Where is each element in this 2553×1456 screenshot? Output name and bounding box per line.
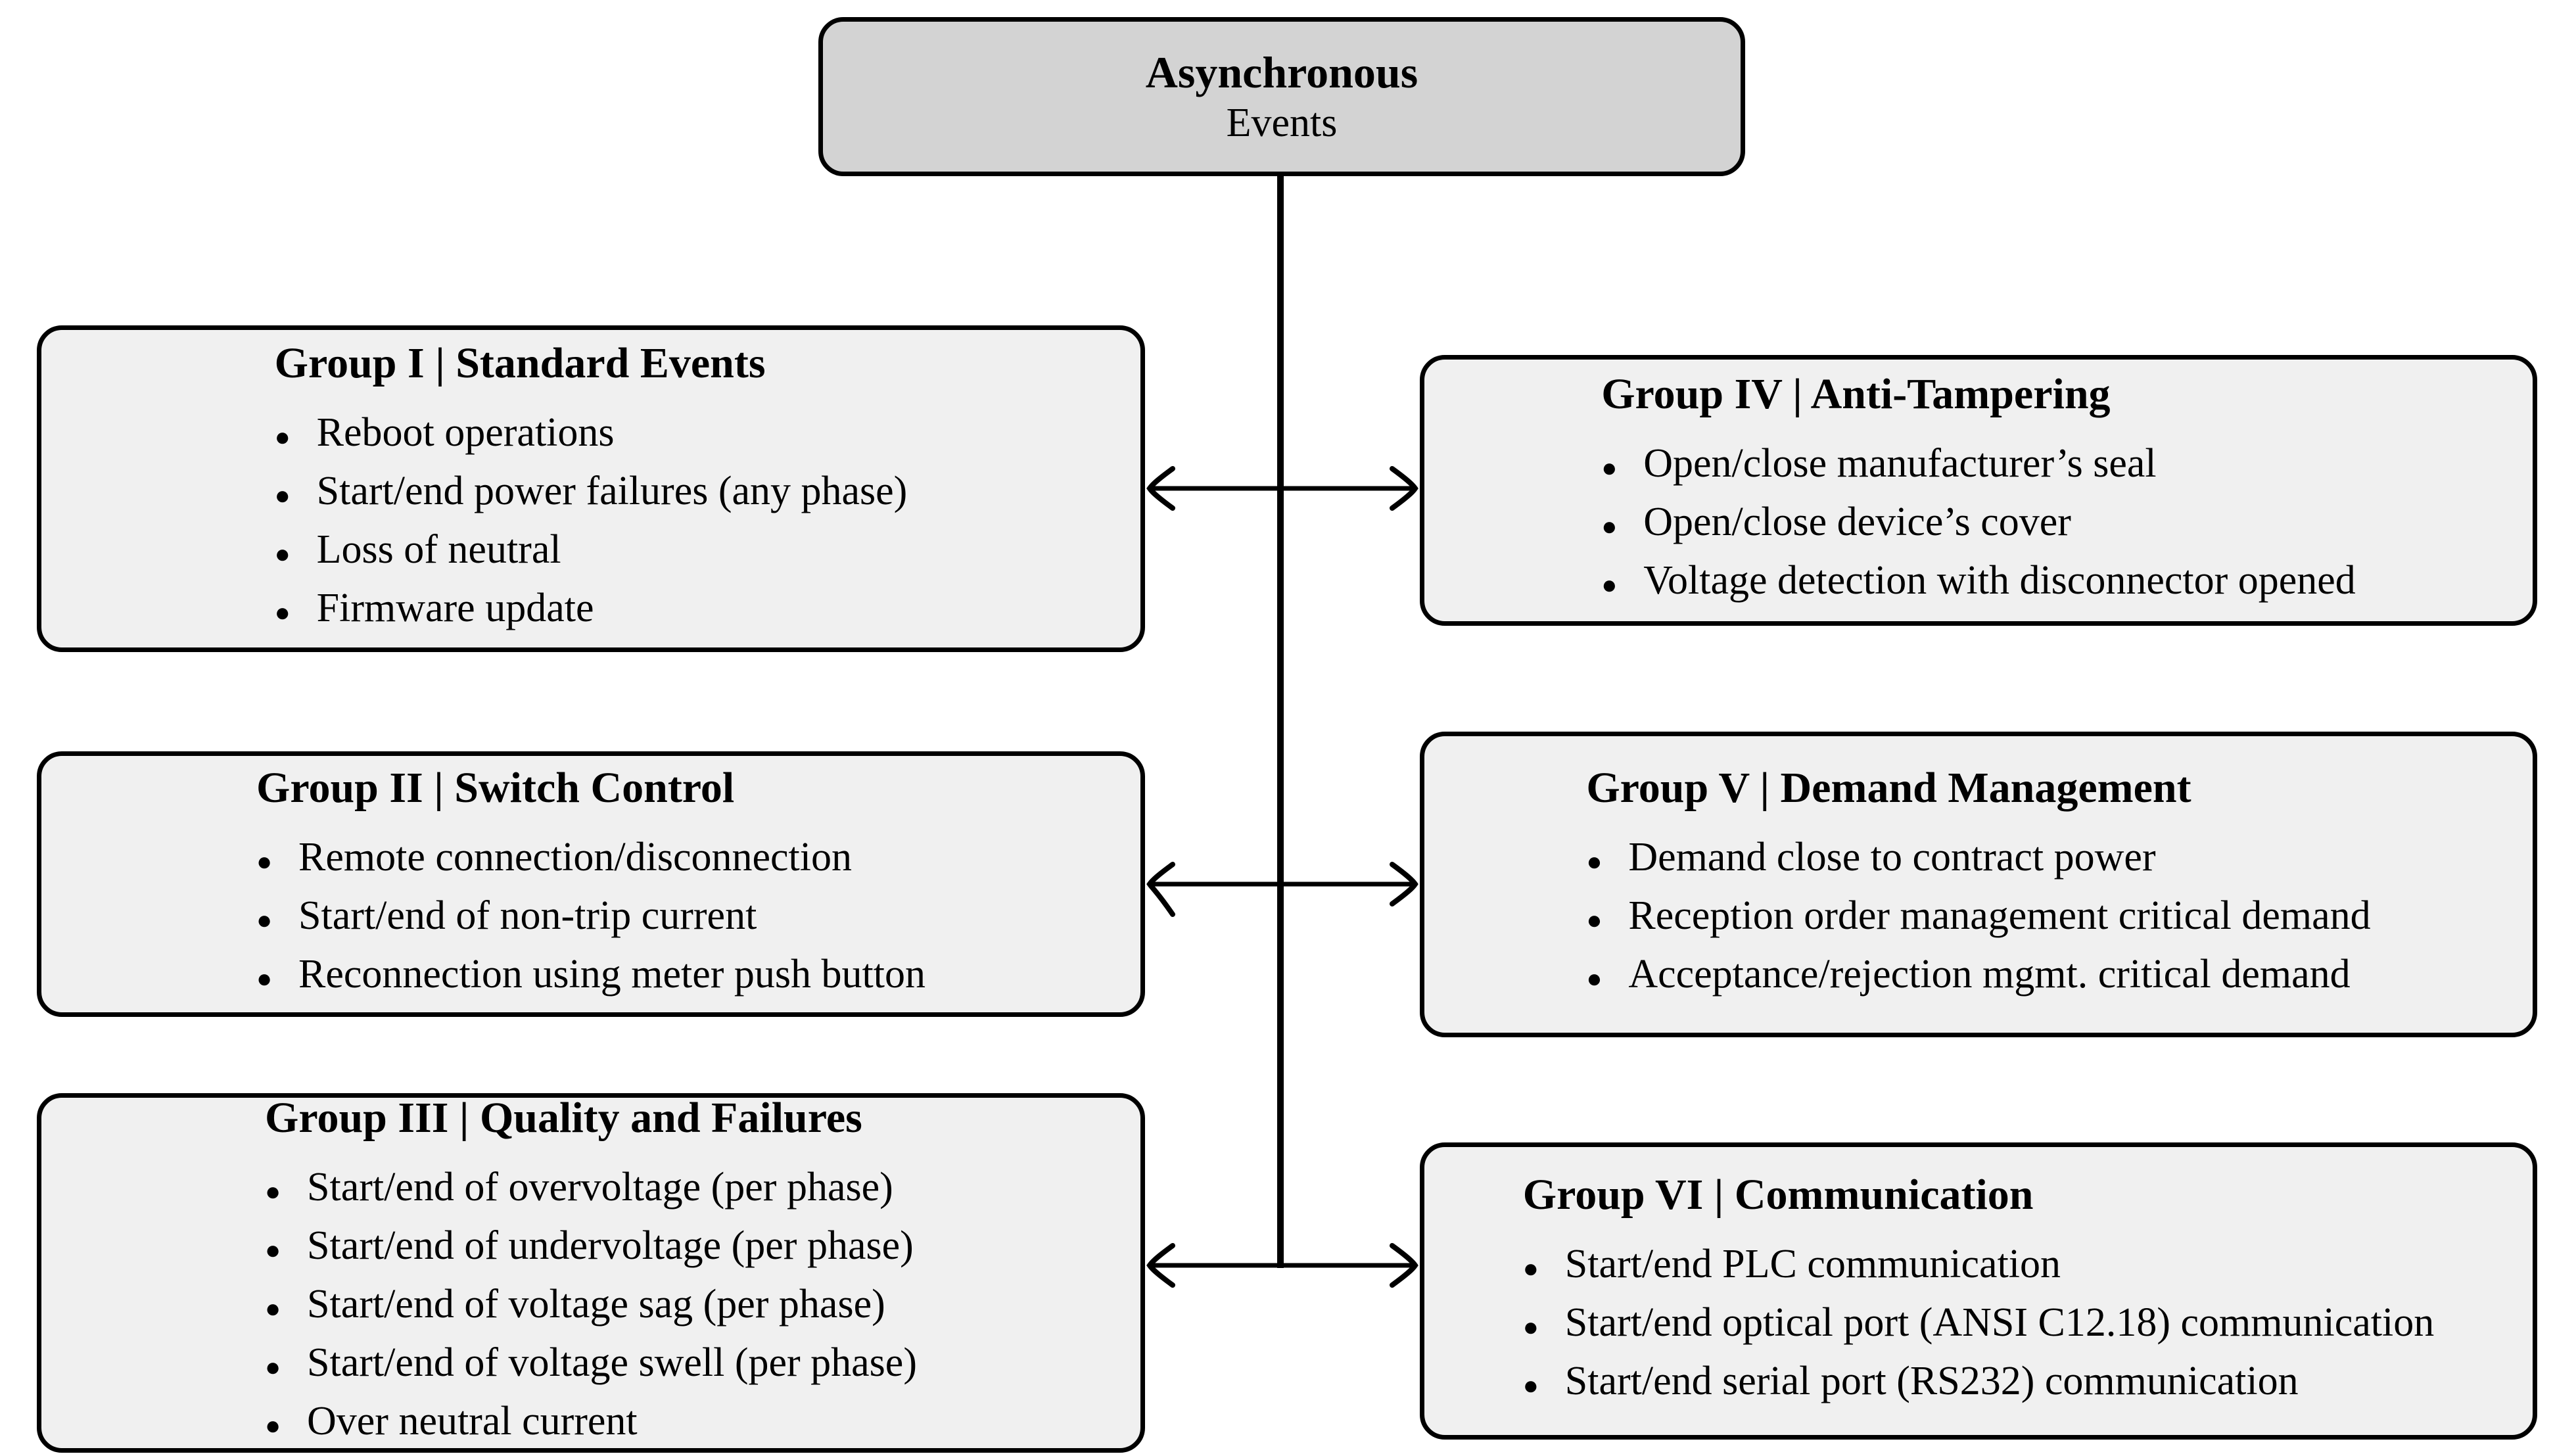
group-5-title: Group V | Demand Management [1586, 764, 2191, 812]
list-item: ● Start/end of non-trip current [256, 889, 925, 947]
list-item: ● Demand close to contract power [1586, 830, 2370, 889]
list-item: ● Start/end serial port (RS232) communica… [1523, 1354, 2434, 1413]
list-item-text: Loss of neutral [316, 527, 561, 572]
list-item-text: Start/end of overvoltage (per phase) [307, 1165, 893, 1209]
arrow-row-2 [1146, 862, 1418, 917]
list-item-text: Demand close to contract power [1628, 835, 2156, 880]
bullet-icon: ● [265, 1411, 281, 1440]
list-item: ● Remote connection/disconnection [256, 830, 925, 889]
arrowhead-left [1146, 1243, 1175, 1288]
group-4-items: ● Open/close manufacturer’s seal ● Open/cl… [1601, 436, 2356, 612]
group-5-items: ● Demand close to contract power ● Recepti… [1586, 830, 2370, 1006]
list-item: ● Over neutral current [265, 1394, 917, 1453]
group-6-title: Group VI | Communication [1522, 1170, 2034, 1219]
root-node-asynchronous-events: Asynchronous Events [818, 17, 1745, 176]
group-5-box: Group V | Demand Management ● Demand clos… [1420, 732, 2537, 1037]
list-item: ● Open/close device’s cover [1601, 495, 2356, 553]
list-item: ● Firmware update [275, 581, 908, 640]
list-item-text: Start/end serial port (RS232) communicat… [1564, 1358, 2299, 1403]
list-item-text: Remote connection/disconnection [298, 834, 852, 880]
list-item-text: Open/close device’s cover [1643, 499, 2071, 544]
bullet-icon: ● [1522, 1253, 1539, 1283]
list-item: ● Start/end of undervoltage (per phase) [265, 1219, 917, 1277]
bullet-icon: ● [256, 846, 273, 876]
list-item-text: Reboot operations [316, 410, 615, 455]
arrow-row-1 [1146, 466, 1418, 511]
list-item: ● Loss of neutral [275, 523, 908, 581]
list-item-text: Voltage detection with disconnector open… [1643, 557, 2356, 603]
list-item: ● Reconnection using meter push button [256, 947, 925, 1006]
bullet-icon: ● [256, 963, 273, 993]
group-1-items: ● Reboot operations ● Start/end power fail… [275, 406, 908, 640]
bullet-icon: ● [1586, 847, 1603, 876]
list-item: ● Reception order management critical dem… [1586, 889, 2370, 947]
arrowhead-left [1146, 466, 1175, 511]
arrow-row-3 [1146, 1243, 1418, 1288]
bullet-icon: ● [274, 421, 291, 452]
group-4-title: Group IV | Anti-Tampering [1601, 369, 2111, 418]
list-item-text: Start/end of voltage swell (per phase) [307, 1340, 917, 1385]
list-item: ● Start/end PLC communication [1523, 1237, 2434, 1296]
list-item-text: Start/end of undervoltage (per phase) [307, 1223, 914, 1268]
bullet-icon: ● [1586, 905, 1603, 935]
list-item: ● Voltage detection with disconnector ope… [1601, 553, 2356, 612]
group-6-box: Group VI | Communication ● Start/end PLC … [1420, 1142, 2537, 1440]
bullet-icon: ● [265, 1294, 281, 1323]
bullet-icon: ● [1601, 452, 1618, 482]
list-item-text: Over neutral current [307, 1399, 638, 1444]
list-item-text: Acceptance/rejection mgmt. critical dema… [1628, 952, 2351, 997]
list-item-text: Start/end PLC communication [1564, 1241, 2061, 1286]
group-3-items: ● Start/end of overvoltage (per phase) ● S… [265, 1160, 917, 1453]
bullet-icon: ● [256, 904, 273, 935]
list-item-text: Reconnection using meter push button [298, 951, 925, 997]
group-1-title: Group I | Standard Events [274, 339, 766, 387]
arrowhead-left [1146, 862, 1175, 917]
list-item: ● Start/end optical port (ANSI C12.18) co… [1523, 1296, 2434, 1354]
bullet-icon: ● [1522, 1370, 1539, 1400]
group-3-box: Group III | Quality and Failures ● Start/… [37, 1093, 1145, 1453]
list-item: ● Start/end power failures (any phase) [275, 464, 908, 523]
list-item-text: Start/end optical port (ANSI C12.18) com… [1564, 1300, 2435, 1345]
list-item: ● Start/end of overvoltage (per phase) [265, 1160, 917, 1219]
list-item-text: Start/end power failures (any phase) [316, 468, 908, 513]
group-2-items: ● Remote connection/disconnection ● Start/… [256, 830, 925, 1006]
list-item-text: Open/close manufacturer’s seal [1643, 440, 2157, 486]
bullet-icon: ● [1522, 1311, 1539, 1342]
bullet-icon: ● [1601, 569, 1618, 599]
list-item-text: Firmware update [316, 585, 594, 630]
bullet-icon: ● [1601, 511, 1618, 541]
list-item: ● Reboot operations [275, 406, 908, 464]
list-item: ● Acceptance/rejection mgmt. critical dem… [1586, 947, 2370, 1006]
bullet-icon: ● [265, 1352, 281, 1382]
arrowhead-right [1390, 466, 1418, 511]
bullet-icon: ● [274, 480, 291, 510]
list-item-text: Reception order management critical dema… [1628, 893, 2371, 938]
bullet-icon: ● [265, 1235, 281, 1265]
group-4-box: Group IV | Anti-Tampering ● Open/close ma… [1420, 355, 2537, 626]
bullet-icon: ● [274, 597, 291, 627]
root-title-line1: Asynchronous [1145, 47, 1418, 98]
group-2-box: Group II | Switch Control ● Remote connec… [37, 751, 1145, 1017]
list-item: ● Start/end of voltage sag (per phase) [265, 1277, 917, 1336]
bullet-icon: ● [274, 538, 291, 569]
list-item-text: Start/end of voltage sag (per phase) [307, 1282, 885, 1327]
arrowhead-right [1390, 1243, 1418, 1288]
group-2-title: Group II | Switch Control [256, 763, 735, 812]
list-item: ● Open/close manufacturer’s seal [1601, 436, 2356, 495]
bullet-icon: ● [265, 1177, 281, 1206]
list-item-text: Start/end of non-trip current [298, 893, 757, 938]
root-title-line2: Events [1226, 100, 1338, 145]
arrowhead-right [1390, 862, 1418, 906]
group-6-items: ● Start/end PLC communication ● Start/end … [1523, 1237, 2434, 1413]
list-item: ● Start/end of voltage swell (per phase) [265, 1336, 917, 1394]
group-3-title: Group III | Quality and Failures [265, 1094, 862, 1142]
bullet-icon: ● [1586, 964, 1603, 993]
group-1-box: Group I | Standard Events ● Reboot operat… [37, 325, 1145, 652]
